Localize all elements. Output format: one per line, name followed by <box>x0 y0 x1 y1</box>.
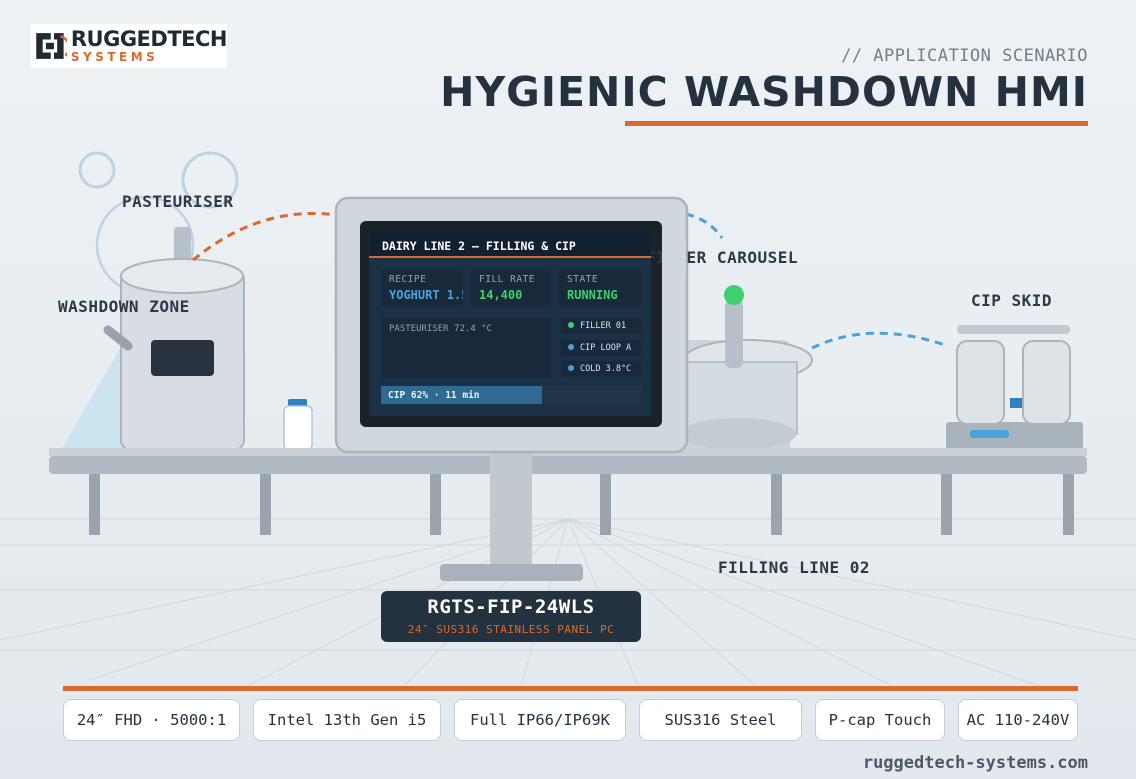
state-label: STATE <box>567 274 599 285</box>
title-underline <box>625 121 1088 126</box>
page-title: HYGIENIC WASHDOWN HMI <box>440 68 1088 116</box>
connector-cip <box>811 331 946 350</box>
status-cip-loop[interactable]: CIP LOOP A <box>561 340 641 356</box>
status-dot-icon <box>568 344 574 350</box>
spec-chip-touch: P-cap Touch <box>815 699 945 741</box>
header-kicker: // APPLICATION SCENARIO <box>841 46 1088 66</box>
filler-carousel <box>680 285 813 455</box>
status-dot-icon <box>568 365 574 371</box>
product-model: RGTS-FIP-24WLS <box>427 596 595 618</box>
status-cold[interactable]: COLD 3.8°C <box>561 361 641 377</box>
bottle <box>283 399 313 451</box>
label-washdown-zone: WASHDOWN ZONE <box>58 297 190 316</box>
recipe-label: RECIPE <box>389 274 427 285</box>
status-cip-label: CIP LOOP A <box>580 343 632 353</box>
spec-divider <box>63 686 1078 691</box>
product-badge: RGTS-FIP-24WLS 24″ SUS316 STAINLESS PANE… <box>381 591 641 642</box>
status-filler[interactable]: FILLER 01 <box>561 318 641 334</box>
cip-progress-fill: CIP 62% · 11 min <box>381 386 543 404</box>
conveyor-table <box>49 448 1087 535</box>
brand-name: RUGGEDTECH <box>70 27 228 51</box>
fill-rate-label: FILL RATE <box>479 274 535 285</box>
hmi-screen[interactable]: DAIRY LINE 2 — FILLING & CIP RECIPE YOGH… <box>369 232 651 416</box>
state-value: RUNNING <box>567 288 618 302</box>
spec-chip-display: 24″ FHD · 5000:1 <box>63 699 240 741</box>
spec-chip-cpu: Intel 13th Gen i5 <box>253 699 441 741</box>
status-filler-label: FILLER 01 <box>580 321 627 331</box>
pasteuriser-tank <box>103 227 245 451</box>
connector-pasteuriser <box>192 211 337 262</box>
spec-chip-ip-rating: Full IP66/IP69K <box>454 699 626 741</box>
tile-state[interactable]: STATE RUNNING <box>559 269 641 307</box>
pasteuriser-trend[interactable]: PASTEURISER 72.4 °C <box>381 318 551 378</box>
floor-grid <box>0 518 1136 691</box>
spec-chip-material: SUS316 Steel <box>639 699 802 741</box>
logo-mark-icon <box>36 33 67 59</box>
spec-chip-power: AC 110-240V <box>958 699 1078 741</box>
tile-recipe[interactable]: RECIPE YOGHURT 1.5% <box>381 269 463 307</box>
brand-logo: RUGGEDTECH SYSTEMS <box>31 24 228 68</box>
connector-filler <box>685 212 724 239</box>
bezel-edge <box>662 240 686 274</box>
hmi-title: DAIRY LINE 2 — FILLING & CIP <box>369 232 651 258</box>
trend-label: PASTEURISER 72.4 °C <box>389 324 492 334</box>
brand-sub: SYSTEMS <box>70 50 159 64</box>
status-cold-label: COLD 3.8°C <box>580 364 632 374</box>
label-filling-line: FILLING LINE 02 <box>718 558 870 577</box>
cip-skid <box>946 325 1083 452</box>
tile-fill-rate[interactable]: FILL RATE 14,400 <box>471 269 551 307</box>
status-dot-icon <box>568 322 574 328</box>
label-cip-skid: CIP SKID <box>971 291 1053 310</box>
website-url[interactable]: ruggedtech-systems.com <box>862 753 1088 773</box>
product-desc: 24″ SUS316 STAINLESS PANEL PC <box>407 623 615 636</box>
label-pasteuriser: PASTEURISER <box>122 192 234 211</box>
recipe-value: YOGHURT 1.5% <box>389 288 463 302</box>
fill-rate-value: 14,400 <box>479 288 523 302</box>
cip-progress-bar[interactable]: CIP 62% · 11 min <box>381 386 641 404</box>
